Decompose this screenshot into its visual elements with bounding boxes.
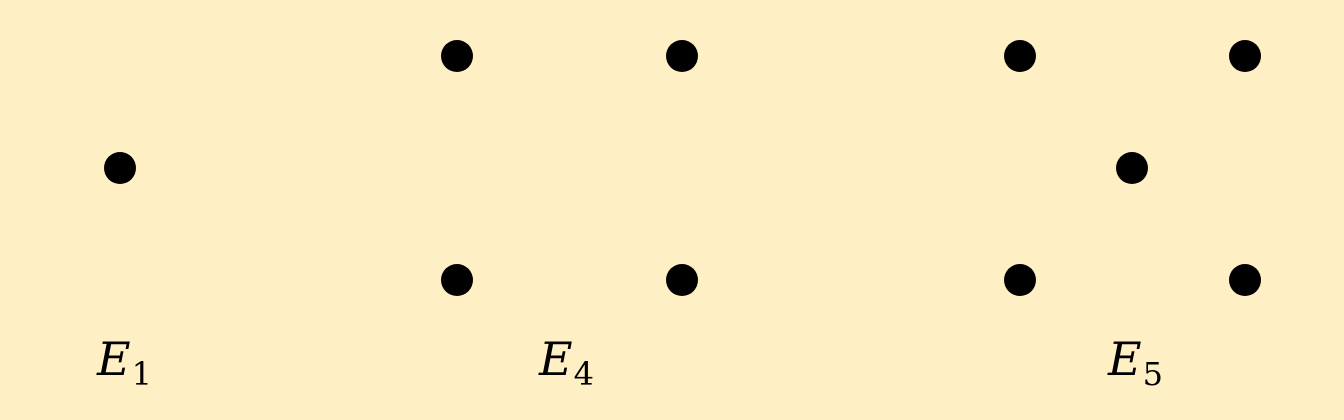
dot-e5-center — [1116, 152, 1148, 184]
dot-e5-top-left — [1004, 40, 1036, 72]
dot-e5-bottom-left — [1004, 264, 1036, 296]
figure-e5-label: E5 — [1108, 336, 1163, 390]
figure-e5-letter: E — [1108, 332, 1142, 386]
dot-e4-bottom-left — [441, 264, 473, 296]
figure-e4-subscript: 4 — [573, 355, 594, 393]
dot-e5-top-right — [1229, 40, 1261, 72]
figure-e4-letter: E — [539, 332, 573, 386]
dot-e1-center — [104, 152, 136, 184]
figure-e1-letter: E — [97, 332, 131, 386]
dot-e4-top-right — [666, 40, 698, 72]
figure-e4-label: E4 — [539, 336, 594, 390]
figure-e5-subscript: 5 — [1142, 355, 1163, 393]
figure-e1-label: E1 — [97, 336, 152, 390]
dot-e4-bottom-right — [666, 264, 698, 296]
dot-e5-bottom-right — [1229, 264, 1261, 296]
figure-e1-subscript: 1 — [131, 355, 152, 393]
dot-e4-top-left — [441, 40, 473, 72]
figure-e1-dots — [104, 152, 136, 184]
figure-e5-dots — [1004, 40, 1261, 296]
figure-e4-dots — [441, 40, 698, 296]
